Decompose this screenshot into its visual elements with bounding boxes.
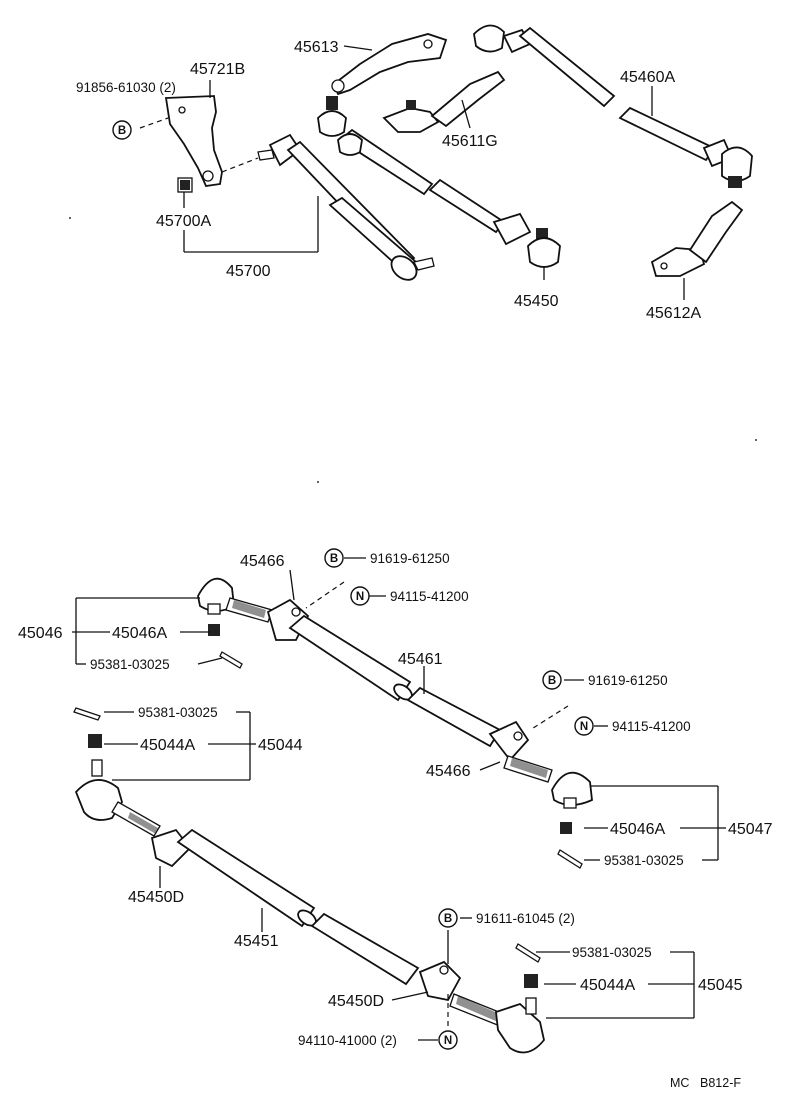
- tie-rod-end-45045: [449, 943, 545, 1054]
- cotter-pin-right: [557, 849, 583, 869]
- nut-symbol-2: N: [574, 716, 594, 736]
- tie-rod-45460a: [473, 24, 753, 188]
- ball-joint-left-top: [317, 96, 347, 137]
- label-45046a-bot: 45046A: [610, 821, 665, 838]
- label-95381-bot: 95381-03025: [572, 945, 652, 960]
- label-45613: 45613: [294, 39, 339, 56]
- label-45460a: 45460A: [620, 69, 675, 86]
- svg-text:N: N: [580, 721, 588, 733]
- label-45047: 45047: [728, 821, 773, 838]
- bolt-symbol-1: B: [324, 548, 344, 568]
- label-45450d-top: 45450D: [128, 889, 184, 906]
- label-45046a-top: 45046A: [112, 625, 167, 642]
- tie-rod-end-45046: [197, 577, 273, 636]
- cotter-pin-top: [219, 651, 243, 669]
- label-45612a: 45612A: [646, 305, 701, 322]
- svg-text:B: B: [330, 553, 338, 565]
- bolt-symbol-2: B: [542, 670, 562, 690]
- svg-text:B: B: [548, 675, 556, 687]
- label-45700a: 45700A: [156, 213, 211, 230]
- steering-damper-45700: [257, 133, 435, 281]
- label-95381-top: 95381-03025: [90, 657, 170, 672]
- label-45044a-bot: 45044A: [580, 977, 635, 994]
- label-45700: 45700: [226, 263, 271, 280]
- footer-mc: MC: [670, 1076, 689, 1090]
- label-45451: 45451: [234, 933, 279, 950]
- footer-code: B812-F: [700, 1076, 741, 1090]
- label-95381-right: 95381-03025: [604, 853, 684, 868]
- label-45721b: 45721B: [190, 61, 245, 78]
- bolt-symbol-top: B: [112, 120, 132, 140]
- nut-symbol-1: N: [350, 586, 370, 606]
- svg-text:B: B: [118, 125, 126, 137]
- label-45466-top: 45466: [240, 553, 285, 570]
- label-45044: 45044: [258, 737, 303, 754]
- label-91619-mid: 91619-61250: [588, 673, 668, 688]
- svg-text:N: N: [356, 591, 364, 603]
- label-94110: 94110-41000 (2): [298, 1033, 397, 1048]
- label-45611g: 45611G: [442, 133, 498, 150]
- label-45045: 45045: [698, 977, 743, 994]
- label-45461: 45461: [398, 651, 443, 668]
- svg-text:B: B: [444, 913, 452, 925]
- nut-symbol-3: N: [438, 1030, 458, 1050]
- label-45450d-bot: 45450D: [328, 993, 384, 1010]
- tie-rod-sleeve-45461: [266, 598, 530, 762]
- relay-rod-45450: [337, 128, 561, 268]
- knuckle-arm-45612a: [650, 200, 744, 277]
- label-91856: 91856-61030 (2): [76, 80, 176, 95]
- label-45466-bot: 45466: [426, 763, 471, 780]
- label-45044a-left: 45044A: [140, 737, 195, 754]
- tie-rod-sleeve-45451: [150, 828, 462, 1002]
- label-45046: 45046: [18, 625, 63, 642]
- bracket-45721b: [164, 95, 223, 187]
- label-45450: 45450: [514, 293, 559, 310]
- idler-arm-45611g: [382, 70, 506, 133]
- label-94115-mid: 94115-41200: [612, 719, 691, 734]
- nut-45700a: [177, 177, 193, 193]
- svg-text:N: N: [444, 1035, 452, 1047]
- tie-rod-end-45047: [503, 755, 593, 834]
- arm-45613: [331, 33, 448, 96]
- label-91619-top: 91619-61250: [370, 551, 450, 566]
- bolt-symbol-3: B: [438, 908, 458, 928]
- label-95381-left: 95381-03025: [138, 705, 218, 720]
- label-94115-top: 94115-41200: [390, 589, 469, 604]
- tie-rod-end-45044: [73, 707, 161, 837]
- label-91611: 91611-61045 (2): [476, 911, 575, 926]
